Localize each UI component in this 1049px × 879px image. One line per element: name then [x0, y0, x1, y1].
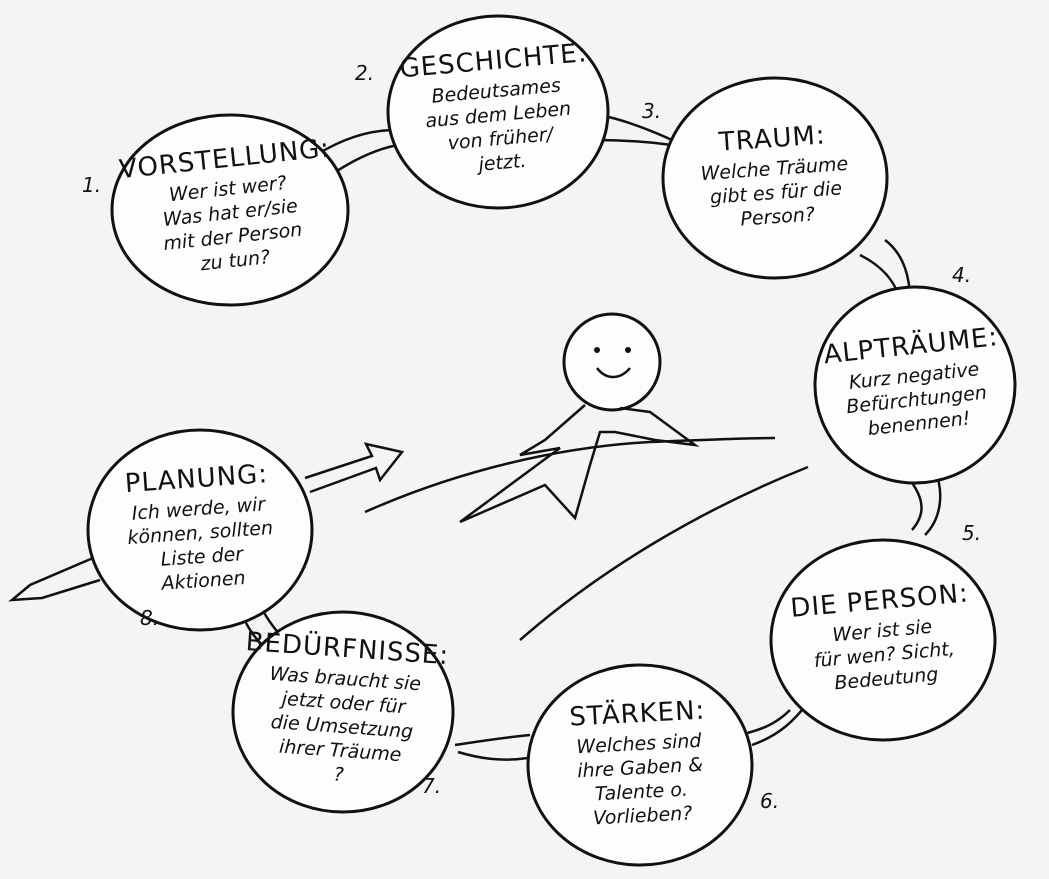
- stage-number: 8.: [140, 606, 159, 630]
- connector-2-3-b: [594, 138, 673, 147]
- stage-number: 1.: [82, 173, 101, 197]
- stage-number: 7.: [422, 774, 441, 798]
- stage-text-line: jetzt.: [475, 150, 528, 176]
- stage-circle-outline: [661, 76, 889, 280]
- stage-circle-4: ALPTRÄUME:Kurz negativeBefürchtungenbene…: [813, 263, 1017, 485]
- connector-5-6: [739, 709, 791, 737]
- stage-text-line: ?: [333, 764, 345, 787]
- stage-circles: VORSTELLUNG:Wer ist wer?Was hat er/siemi…: [82, 14, 1017, 867]
- stage-circle-outline: [813, 285, 1017, 485]
- stage-circle-1: VORSTELLUNG:Wer ist wer?Was hat er/siemi…: [82, 113, 350, 307]
- smiling-stick-figure-icon: [459, 312, 700, 524]
- stage-text-line: Vorlieben?: [592, 802, 692, 829]
- sweep-line-lower: [519, 465, 809, 641]
- stage-circle-outline: [526, 663, 754, 867]
- connector-6-7-b: [457, 750, 529, 761]
- incoming-arrow: [8, 553, 101, 602]
- stage-number: 5.: [962, 521, 981, 545]
- stage-number: 6.: [760, 789, 779, 813]
- stage-text-line: Person?: [740, 203, 816, 230]
- stage-circle-outline: [386, 14, 610, 210]
- stage-circle-outline: [769, 538, 997, 742]
- sweep-line-upper: [364, 436, 776, 514]
- stage-circle-outline: [86, 428, 314, 632]
- stage-number: 4.: [952, 263, 971, 287]
- connector-4-5: [908, 479, 923, 531]
- connector-6-7: [454, 733, 531, 747]
- stage-number: 3.: [642, 99, 661, 123]
- stage-text-line: Talente o.: [594, 779, 688, 806]
- stick-figure-body: [459, 404, 700, 524]
- stage-circle-outline: [110, 113, 350, 307]
- outgoing-arrow: [304, 442, 405, 494]
- stage-circle-outline: [231, 610, 455, 814]
- connector-2-3: [599, 113, 673, 142]
- stage-number: 2.: [355, 61, 374, 85]
